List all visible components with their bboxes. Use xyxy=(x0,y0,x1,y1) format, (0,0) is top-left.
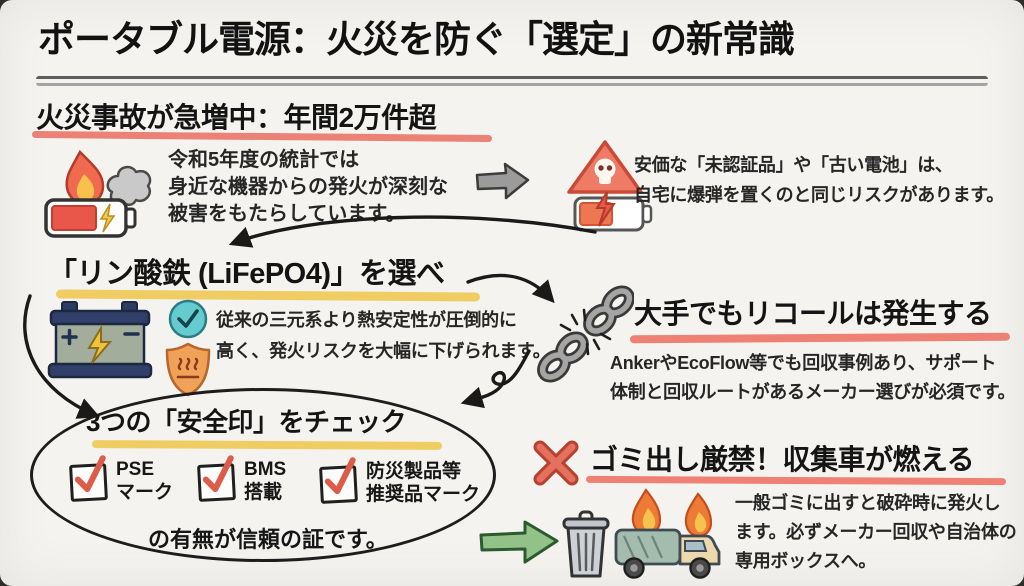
title-underline xyxy=(36,76,988,86)
check-label: 防災製品等 推奨品マーク xyxy=(366,461,481,505)
arrow-right-gray-icon xyxy=(475,162,530,200)
heading-fire-stats: 火災事故が急増中：年間2万件超 xyxy=(36,102,437,133)
car-battery-icon xyxy=(47,301,153,379)
page-title: ポータブル電源：火災を防ぐ「選定」の新常識 xyxy=(38,19,795,60)
check-label: BMS 搭載 xyxy=(244,459,287,503)
x-mark-icon xyxy=(533,440,579,486)
trash-can-icon xyxy=(562,510,610,578)
check-label: PSE マーク xyxy=(116,459,174,503)
lifepo4-body: 従来の三元系より熱安定性が圧倒的に 高く、発火リスクを大幅に下げられます。 xyxy=(216,310,551,361)
check-item-bousai: 防災製品等 推奨品マーク xyxy=(319,457,481,506)
safety-marks-footer: の有無が信頼の証です。 xyxy=(148,527,388,552)
safety-marks-oval xyxy=(30,388,496,562)
heading-recall-underline xyxy=(629,332,1011,344)
checkbox-icon xyxy=(197,455,236,502)
check-item-pse: PSE マーク xyxy=(69,455,174,504)
broken-chain-icon xyxy=(537,285,634,383)
heading-recall: 大手でもリコールは発生する xyxy=(634,298,992,329)
check-item-bms: BMS 搭載 xyxy=(197,455,287,504)
heading-disposal-underline xyxy=(585,475,1007,486)
disposal-body: 一般ゴミに出すと破砕時に発火し ます。必ずメーカー回収や自治体の 専用ボックスへ… xyxy=(735,493,1017,571)
burning-truck-icon xyxy=(614,488,721,579)
checkbox-icon xyxy=(69,455,108,502)
heading-safety-marks: 3つの「安全印」をチェック xyxy=(86,407,406,437)
checkbox-icon xyxy=(319,457,358,504)
fire-stats-warning: 安価な「未認証品」や「古い電池」は、 自宅に爆弾を置くのと同じリスクがあります。 xyxy=(634,155,1004,205)
arrow-right-green-icon xyxy=(479,520,559,564)
heading-lifepo4: 「リン酸鉄 (LiFePO4)」を選べ xyxy=(48,258,445,290)
fire-stats-body: 令和5年度の統計では 身近な機器からの発火が深刻な 被害をもたらしています。 xyxy=(168,149,448,225)
recall-body: AnkerやEcoFlow等でも回収事例あり、サポート 体制と回収ルートがあるメ… xyxy=(610,353,1016,402)
burning-battery-icon xyxy=(44,149,152,238)
check-circle-icon xyxy=(168,299,208,339)
heading-disposal: ゴミ出し厳禁！収集車が燃える xyxy=(590,444,975,475)
heat-shield-icon xyxy=(165,342,211,397)
